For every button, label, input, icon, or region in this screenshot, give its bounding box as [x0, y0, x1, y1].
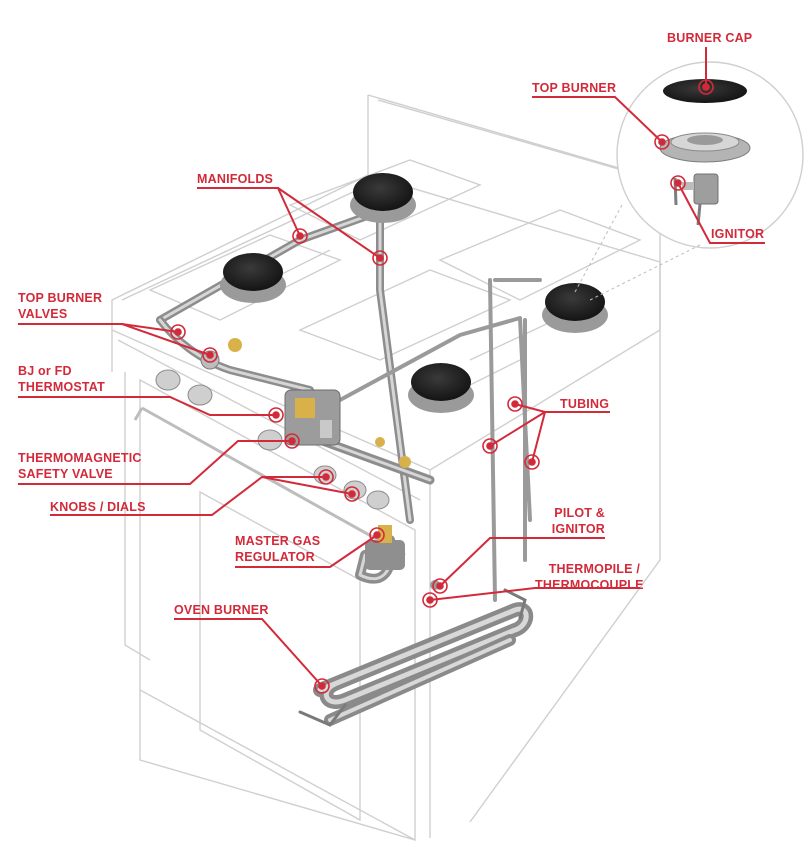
top-burners [220, 173, 608, 413]
callout-markers [170, 79, 714, 694]
label-tubing: TUBING [560, 397, 610, 411]
label-manifolds: MANIFOLDS [197, 172, 274, 186]
label-top-burner: TOP BURNER [532, 81, 617, 95]
label-thermopile: THERMOPILE / THERMOCOUPLE [535, 562, 644, 592]
valve-assembly [200, 338, 411, 570]
label-thermostat: BJ or FD THERMOSTAT [18, 364, 105, 394]
label-oven-burner: OVEN BURNER [174, 603, 269, 617]
label-knobs-dials: KNOBS / DIALS [50, 500, 146, 514]
label-ignitor: IGNITOR [711, 227, 765, 241]
label-burner-cap: BURNER CAP [667, 31, 753, 45]
label-pilot-ignitor: PILOT & IGNITOR [551, 506, 605, 536]
oven-burner [298, 580, 534, 727]
label-master-gas-regulator: MASTER GAS REGULATOR [235, 534, 321, 564]
label-thermomagnetic-valve: THERMOMAGNETIC SAFETY VALVE [18, 451, 142, 481]
stove-body [111, 94, 661, 842]
callout-lines [18, 47, 765, 687]
label-top-burner-valves: TOP BURNER VALVES [18, 291, 103, 321]
burner-detail-inset [574, 61, 804, 301]
gas-piping [156, 206, 542, 602]
